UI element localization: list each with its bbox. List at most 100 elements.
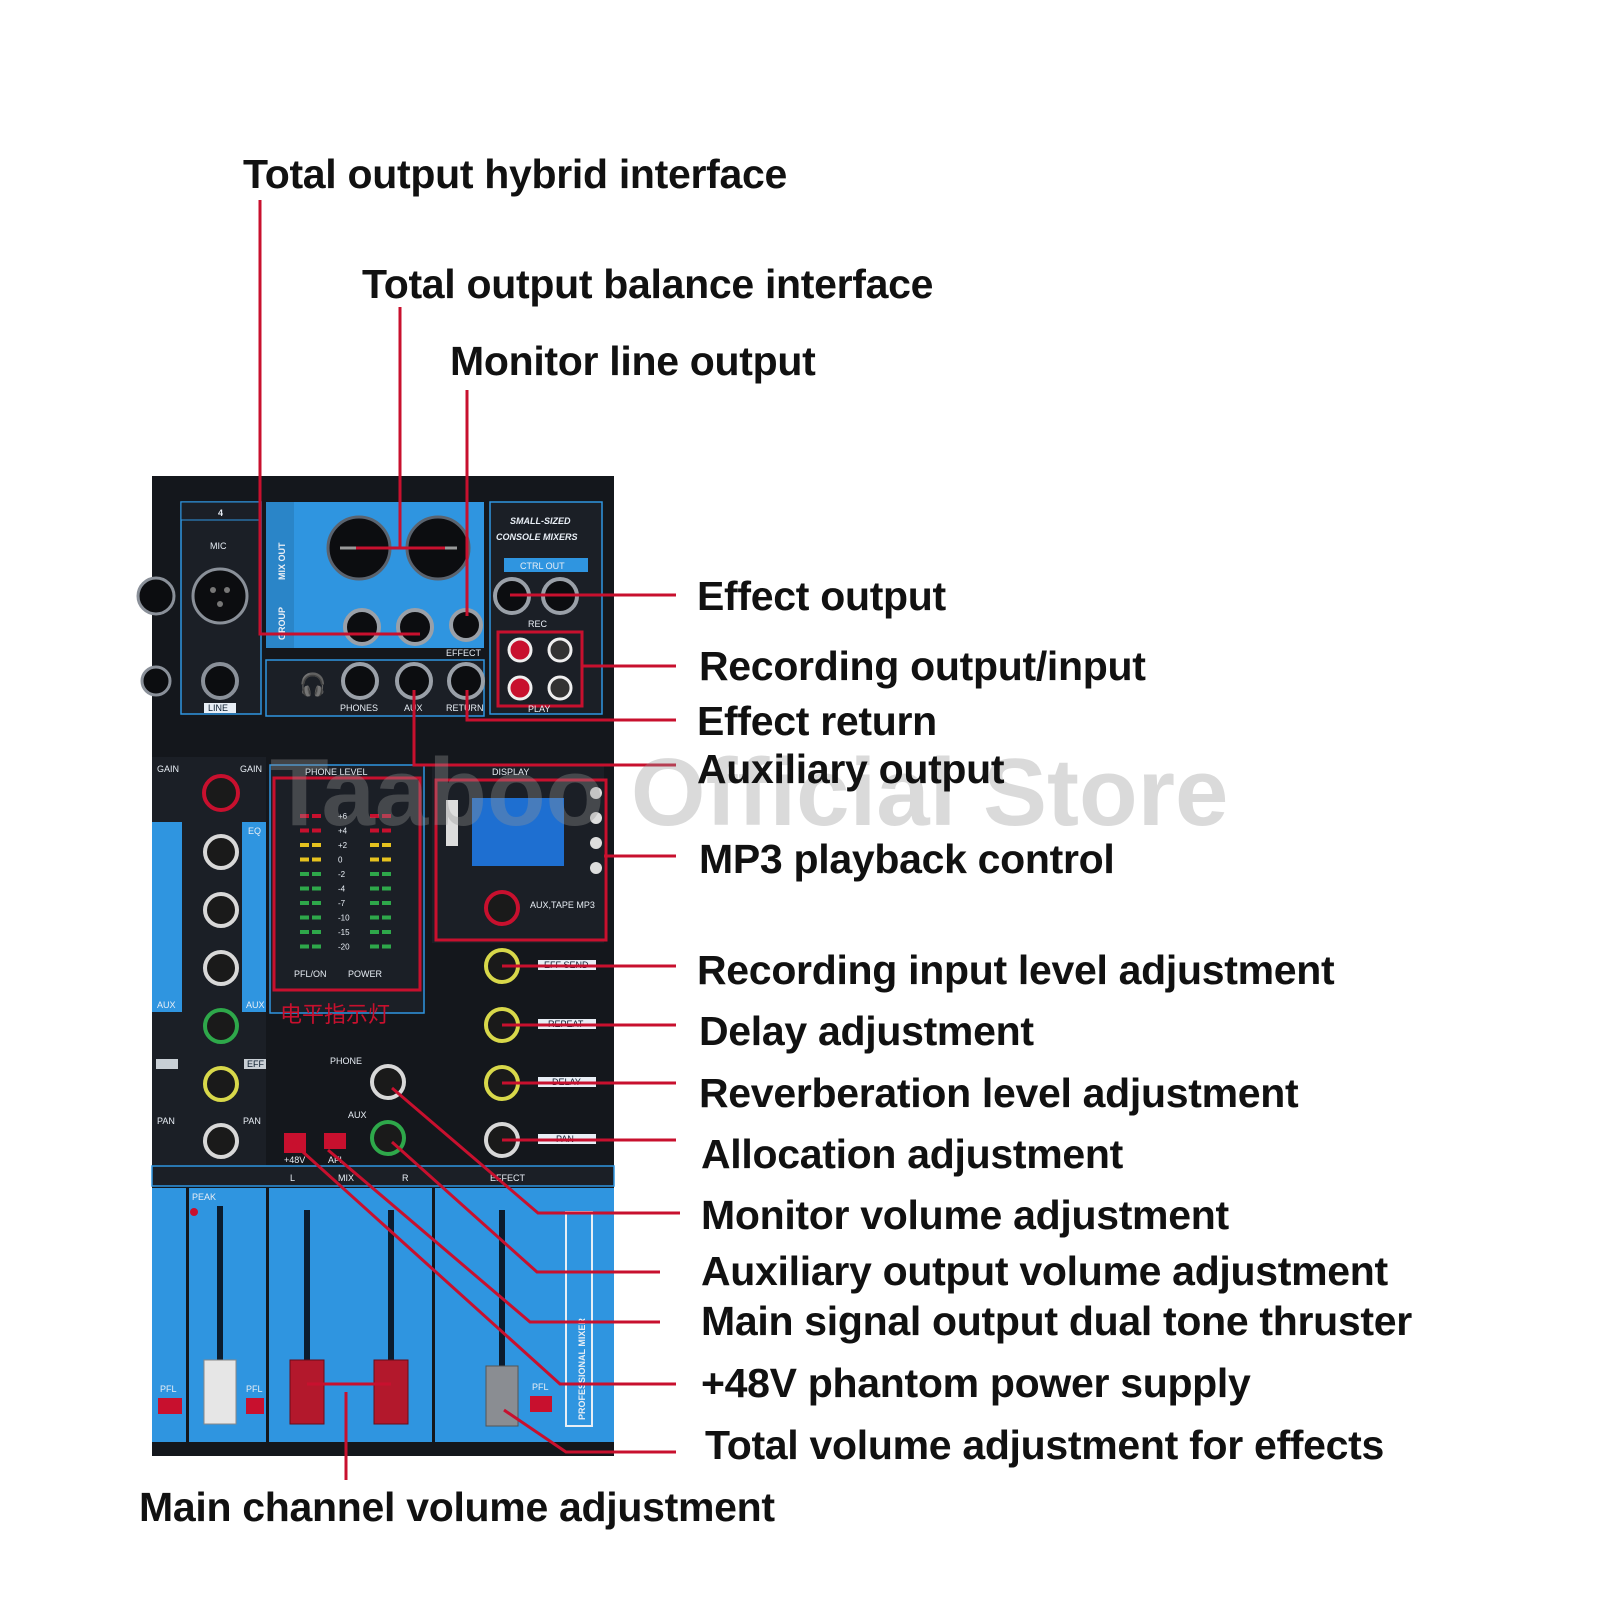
mix-l-label: L <box>290 1173 295 1183</box>
meter-tick-label: -2 <box>338 870 346 879</box>
usb-port[interactable] <box>446 800 458 846</box>
partial-jack <box>136 576 176 616</box>
meter-led <box>382 915 391 920</box>
meter-led <box>382 901 391 905</box>
fader-divider <box>432 1188 435 1442</box>
meter-tick-label: 0 <box>338 856 343 865</box>
eq-low-knob[interactable] <box>203 950 239 986</box>
pfl-button[interactable] <box>246 1398 264 1414</box>
callout-delay-adjustment: Delay adjustment <box>699 1008 1034 1054</box>
meter-tick-label: -4 <box>338 885 346 894</box>
callout-monitor-volume-adjustment: Monitor volume adjustment <box>701 1192 1229 1238</box>
leader-effects-vol <box>503 1408 676 1454</box>
meter-led <box>370 901 379 905</box>
eff-send-knob-ch[interactable] <box>203 1066 239 1102</box>
meter-tick-label: -15 <box>338 928 350 937</box>
lcd-screen <box>472 798 564 866</box>
channel-fader-cap[interactable] <box>203 1359 237 1425</box>
pfl-button-left[interactable] <box>158 1398 182 1414</box>
meter-led <box>370 814 379 818</box>
leader-aux-vol <box>390 1140 660 1274</box>
callout-reverberation-level-adjustment: Reverberation level adjustment <box>699 1070 1299 1116</box>
pfl-on-label: PFL/ON <box>294 969 327 979</box>
level-indicator-label: 电平指示灯 <box>280 1003 390 1028</box>
meter-led <box>312 944 321 949</box>
ctrl-out-box <box>504 558 588 572</box>
callout-total-output-hybrid-interface: Total output hybrid interface <box>243 151 788 197</box>
rca-play-left[interactable] <box>507 675 533 701</box>
mp3-button[interactable] <box>590 837 602 849</box>
phones-label: PHONES <box>340 703 378 713</box>
callout-plus48v-phantom-power-supply: +48V phantom power supply <box>701 1360 1251 1406</box>
mic-xlr-input[interactable] <box>191 567 249 625</box>
leader-auxiliary <box>412 690 676 767</box>
rca-play-right[interactable] <box>547 675 573 701</box>
line-jack[interactable] <box>201 662 239 700</box>
meter-led <box>370 857 379 862</box>
main-fader-left-cap[interactable] <box>289 1359 325 1425</box>
meter-scale: +6+4+20-2-4-7-10-15-20 <box>300 812 391 952</box>
fader-track <box>388 1210 394 1424</box>
leader-dual-tone <box>327 1148 660 1324</box>
pfl-label: PFL <box>246 1384 263 1394</box>
aux-tape-mp3-knob[interactable] <box>484 890 520 926</box>
channel-number: 4 <box>218 508 223 518</box>
aux-tape-mp3-label: AUX,TAPE MP3 <box>530 900 595 910</box>
rca-rec-left[interactable] <box>507 637 533 663</box>
ctrl-out-label: CTRL OUT <box>520 561 565 571</box>
meter-led <box>300 886 309 891</box>
eff-label-left-box <box>156 1059 178 1069</box>
rca-rec-right[interactable] <box>547 637 573 663</box>
rca-box <box>496 630 584 708</box>
effect-strip-label: EFFECT <box>490 1173 526 1183</box>
callout-total-volume-adjustment-for-effects: Total volume adjustment for effects <box>705 1422 1385 1468</box>
meter-led <box>370 872 379 876</box>
aux-send-knob[interactable] <box>203 1008 239 1044</box>
strip-header <box>151 1165 615 1187</box>
pan-label: PAN <box>243 1116 261 1126</box>
partial-jack <box>140 665 172 697</box>
fader-divider <box>266 1188 269 1442</box>
leader-hybrid <box>258 200 420 636</box>
fader-track <box>304 1210 310 1424</box>
effect-pfl-button[interactable] <box>530 1396 552 1412</box>
meter-led <box>382 872 391 876</box>
leader-monitor-vol <box>391 1086 680 1215</box>
callout-main-signal-output-dual-tone-thruster: Main signal output dual tone thruster <box>701 1298 1412 1344</box>
afl-switch[interactable] <box>324 1133 346 1149</box>
meter-led <box>312 886 321 891</box>
brand-line-1: SMALL-SIZED <box>510 516 571 526</box>
phones-jack[interactable] <box>341 662 379 700</box>
callout-main-channel-volume-adjustment: Main channel volume adjustment <box>139 1484 775 1530</box>
group-jack-left[interactable] <box>343 608 381 646</box>
meter-led <box>312 901 321 905</box>
fader-track <box>499 1210 505 1424</box>
pan-knob[interactable] <box>203 1123 239 1159</box>
eff-label: EFF <box>247 1059 265 1069</box>
eq-hi-knob[interactable] <box>203 834 239 870</box>
effect-label: EFFECT <box>446 648 482 658</box>
main-fader-right-cap[interactable] <box>373 1359 409 1425</box>
callout-mp3-playback-control: MP3 playback control <box>699 836 1115 882</box>
callout-monitor-line-output: Monitor line output <box>450 338 816 384</box>
meter-tick-label: +6 <box>338 812 348 821</box>
group-jack-right[interactable] <box>396 608 434 646</box>
pan-label-left: PAN <box>157 1116 175 1126</box>
mix-out-label: MIX OUT <box>277 542 287 580</box>
meter-led <box>370 886 379 891</box>
meter-led <box>370 930 379 934</box>
eq-mid-knob[interactable] <box>203 892 239 928</box>
meter-led <box>300 944 309 949</box>
leader-lines <box>258 200 680 1480</box>
gain-label: GAIN <box>240 764 262 774</box>
line-label: LINE <box>208 703 228 713</box>
mp3-button[interactable] <box>590 862 602 874</box>
callout-total-output-balance-interface: Total output balance interface <box>362 261 934 307</box>
line-label-box <box>204 703 236 713</box>
meter-led <box>312 828 321 833</box>
gain-knob[interactable] <box>202 774 240 812</box>
mp3-button[interactable] <box>590 812 602 824</box>
meter-led <box>300 915 309 920</box>
mp3-button[interactable] <box>590 787 602 799</box>
